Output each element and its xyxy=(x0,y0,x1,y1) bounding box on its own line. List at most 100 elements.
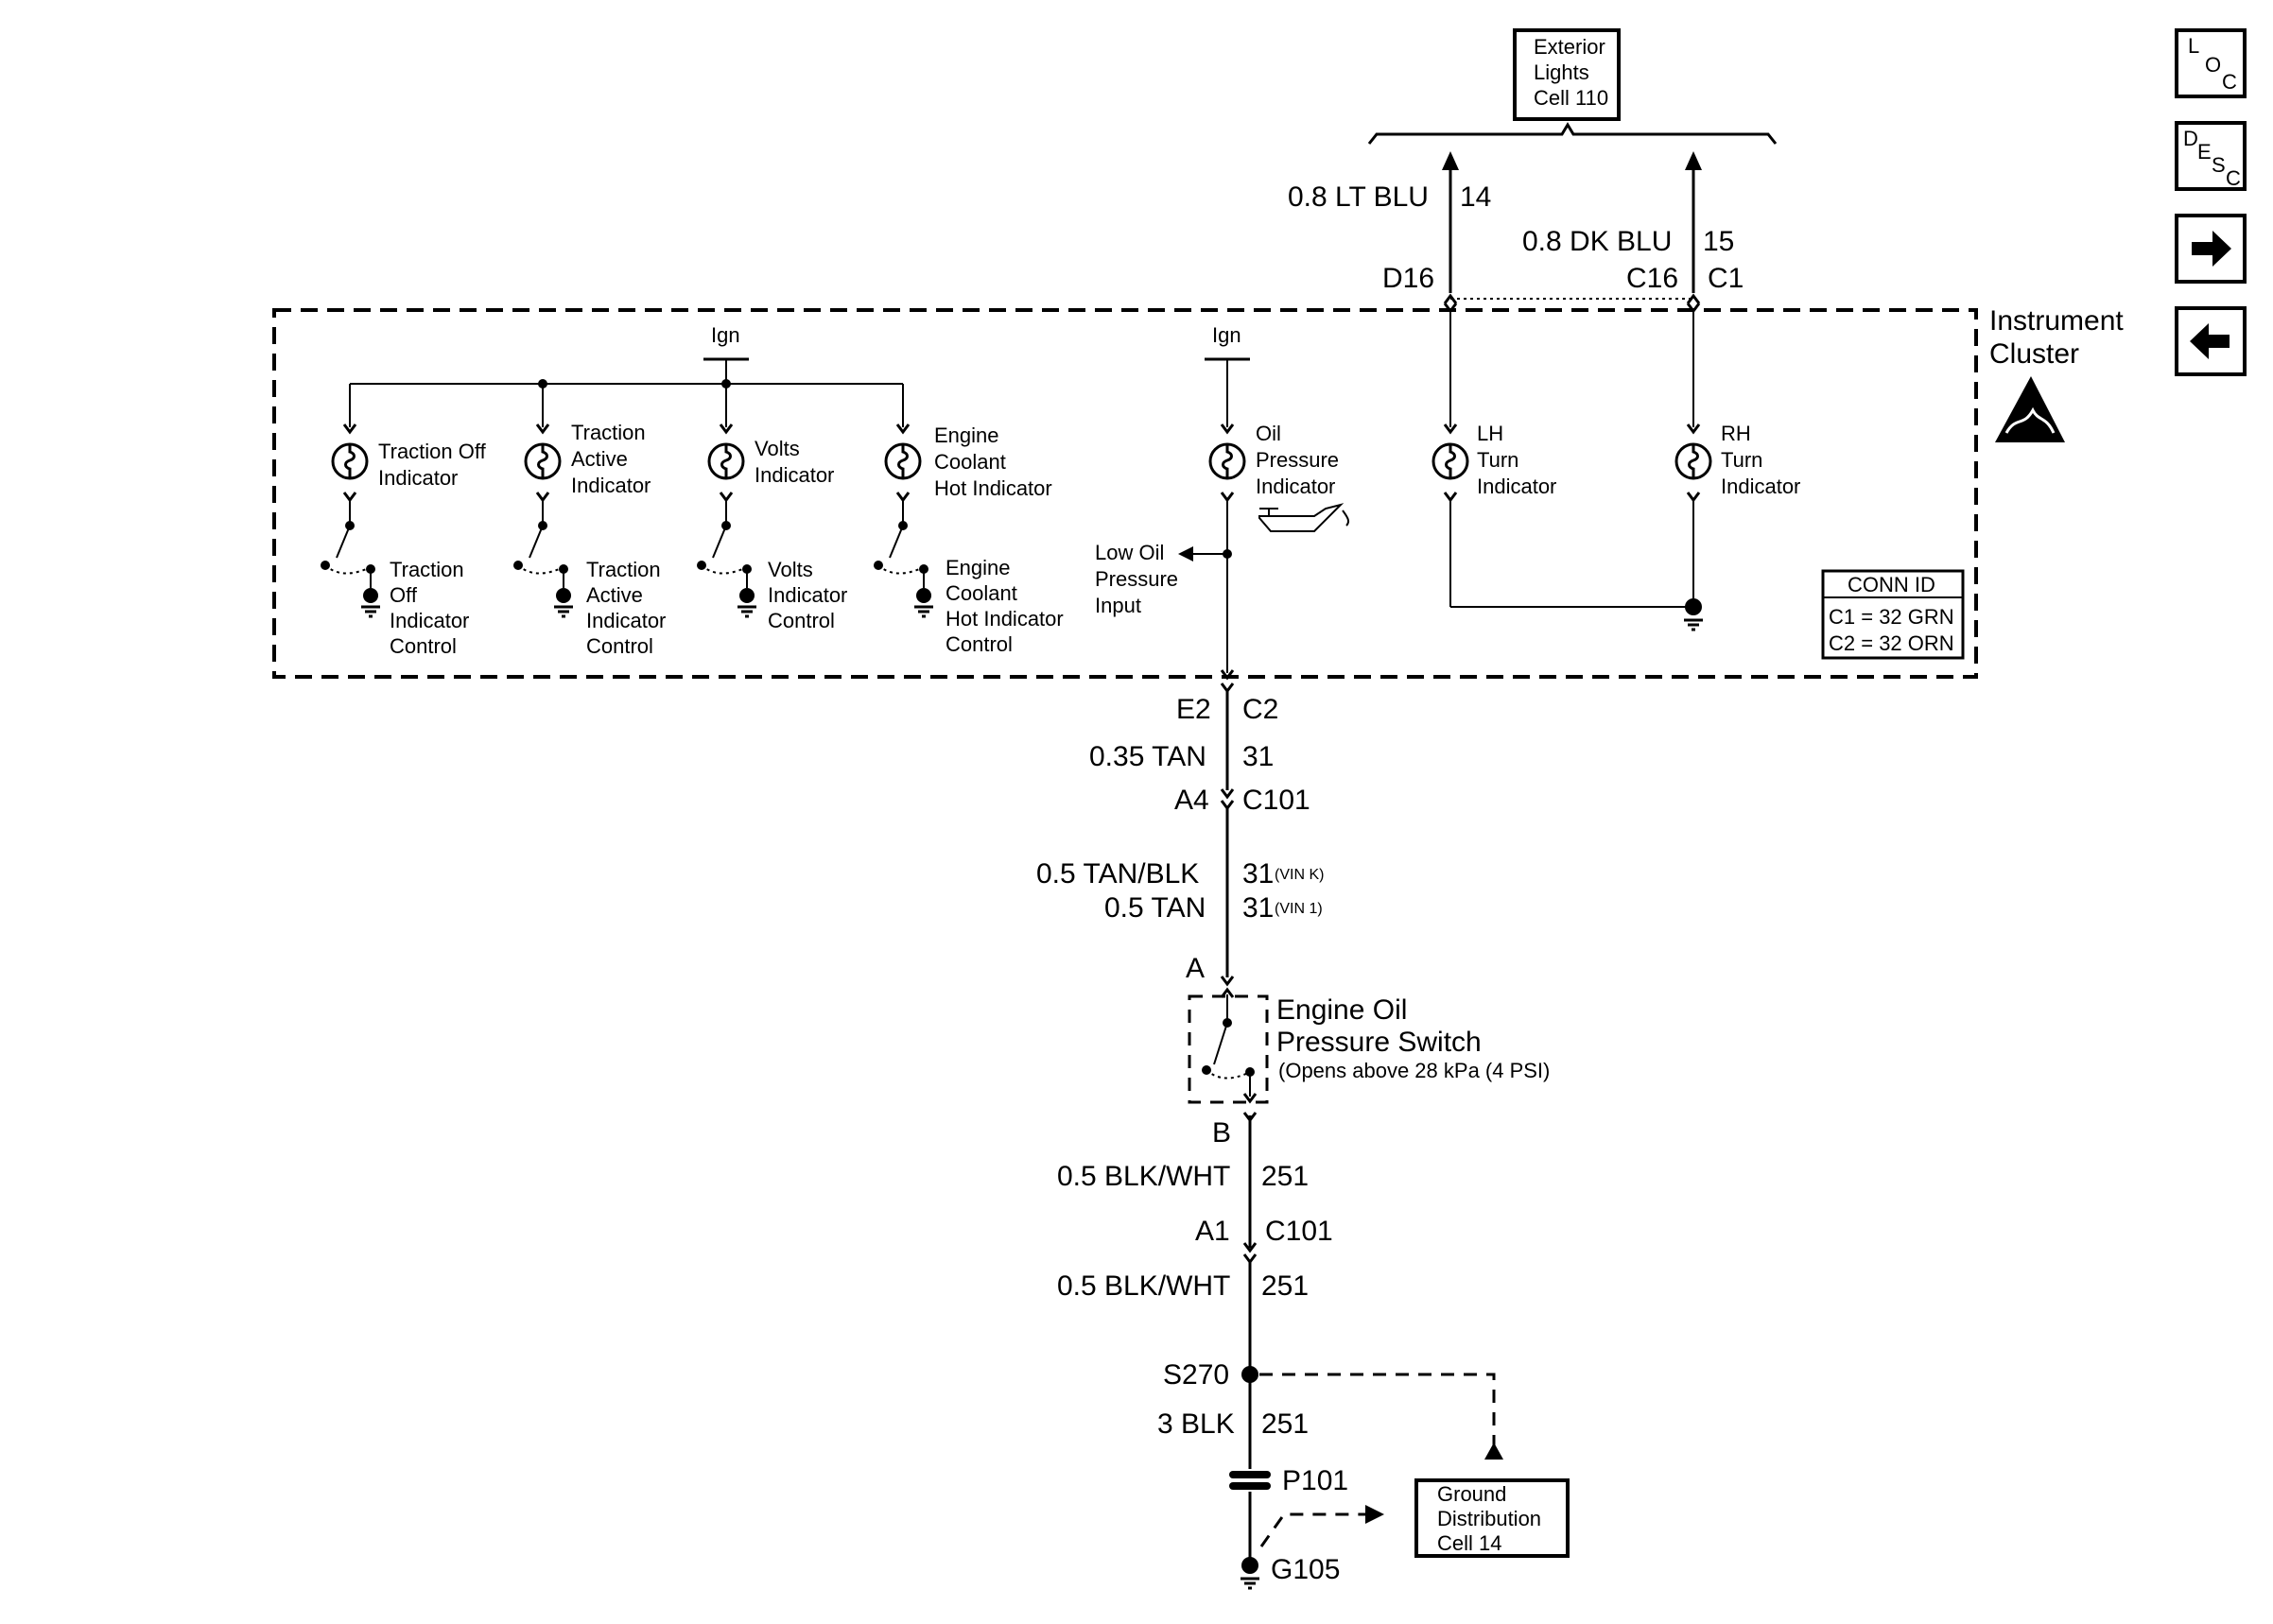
wire-tan-035-label: 0.35 TAN xyxy=(1089,741,1206,772)
desc-button[interactable]: D E S C xyxy=(2175,121,2247,191)
coolant-label-3: Hot Indicator xyxy=(934,476,1052,500)
ign-label-oil: Ign xyxy=(1212,323,1241,347)
wire-3-blk-circuit: 251 xyxy=(1261,1408,1309,1440)
oil-label-3: Indicator xyxy=(1256,475,1335,498)
wire-tan-blk-label: 0.5 TAN/BLK xyxy=(1036,858,1199,890)
exterior-lights-line1: Exterior xyxy=(1534,35,1605,59)
traction-active-control-2: Active xyxy=(586,583,643,607)
wire-blk-wht-2-label: 0.5 BLK/WHT xyxy=(1057,1270,1230,1302)
oil-label-1: Oil xyxy=(1256,422,1281,445)
ground-g105-label: G105 xyxy=(1271,1554,1340,1585)
arrow-right-icon xyxy=(1365,1505,1384,1524)
traction-off-label-2: Indicator xyxy=(378,466,458,490)
back-button[interactable] xyxy=(2175,306,2247,376)
wire-blk-wht-2-circuit: 251 xyxy=(1261,1270,1309,1302)
coolant-label-1: Engine xyxy=(934,423,999,447)
rh-label-1: RH xyxy=(1721,422,1751,445)
volts-label-1: Volts xyxy=(755,437,800,460)
desc-letter-c: C xyxy=(2226,166,2241,190)
arrow-left-icon xyxy=(1178,546,1193,561)
switch-label-3: (Opens above 28 kPa (4 PSI) xyxy=(1278,1059,1550,1082)
traction-off-control-2: Off xyxy=(390,583,418,607)
esd-warning-icon xyxy=(1995,376,2065,442)
engine-oil-pressure-switch xyxy=(1188,994,1269,1104)
pass-through-p101 xyxy=(1229,1471,1271,1490)
traction-off-control-1: Traction xyxy=(390,558,464,581)
cluster-title-1: Instrument xyxy=(1989,305,2124,337)
ground-dist-line2: Distribution xyxy=(1437,1507,1541,1530)
volts-control-2: Indicator xyxy=(768,583,847,607)
low-oil-label-2: Pressure xyxy=(1095,567,1178,591)
switch-label-2: Pressure Switch xyxy=(1276,1027,1482,1058)
wire-tan-blk-circuit: 31 xyxy=(1242,858,1274,890)
traction-off-control-4: Control xyxy=(390,634,457,658)
wire-lt-blu-circuit: 14 xyxy=(1460,181,1491,213)
indicator-volts xyxy=(697,384,758,618)
coolant-control-4: Control xyxy=(946,632,1013,656)
splice-s270 xyxy=(1241,1366,1258,1383)
wire-dk-blu-circuit: 15 xyxy=(1703,226,1734,257)
instrument-cluster-boundary xyxy=(272,308,1978,679)
bracket xyxy=(1367,122,1778,145)
loc-button[interactable]: L O C xyxy=(2175,28,2247,98)
ign-label-left: Ign xyxy=(711,323,740,347)
connector-c101-top: C101 xyxy=(1242,785,1310,816)
wire-lt-blu-label: 0.8 LT BLU xyxy=(1288,181,1429,213)
ground-icon xyxy=(1239,1577,1261,1590)
oil-pressure-bulb xyxy=(1208,442,1246,480)
switch-label-1: Engine Oil xyxy=(1276,994,1407,1026)
rh-label-3: Indicator xyxy=(1721,475,1800,498)
connector-c101-bot: C101 xyxy=(1265,1216,1333,1247)
conn-id-c2: C2 = 32 ORN xyxy=(1829,631,1954,655)
traction-active-label-3: Indicator xyxy=(571,474,651,497)
oil-label-2: Pressure xyxy=(1256,448,1339,472)
arrow-up-icon xyxy=(1442,151,1459,170)
volts-label-2: Indicator xyxy=(755,463,834,487)
pin-a: A xyxy=(1186,953,1205,984)
arrow-left-icon xyxy=(2190,323,2230,359)
wire-blk-wht-1-label: 0.5 BLK/WHT xyxy=(1057,1161,1230,1192)
pin-b: B xyxy=(1212,1117,1231,1149)
traction-active-control-1: Traction xyxy=(586,558,661,581)
low-oil-label-1: Low Oil xyxy=(1095,541,1164,564)
wire-3-blk-label: 3 BLK xyxy=(1157,1408,1235,1440)
lh-label-2: Turn xyxy=(1477,448,1518,472)
ground-ref-line-1 xyxy=(1259,1373,1496,1452)
connector-c2: C2 xyxy=(1242,694,1278,725)
coolant-control-3: Hot Indicator xyxy=(946,607,1064,631)
indicator-engine-coolant xyxy=(874,384,935,618)
wire-tan-05-label: 0.5 TAN xyxy=(1104,892,1206,924)
coolant-label-2: Coolant xyxy=(934,450,1006,474)
low-oil-label-3: Input xyxy=(1095,594,1141,617)
loc-letter-l: L xyxy=(2188,34,2199,58)
indicator-traction-off xyxy=(321,384,382,618)
desc-letter-s: S xyxy=(2212,153,2226,177)
arrow-up-icon xyxy=(1484,1443,1503,1460)
exterior-lights-line3: Cell 110 xyxy=(1534,86,1608,110)
conn-id-title: CONN ID xyxy=(1848,573,1935,596)
coolant-control-1: Engine xyxy=(946,556,1011,579)
vin-1: (VIN 1) xyxy=(1275,901,1323,917)
next-button[interactable] xyxy=(2175,214,2247,284)
loc-letter-c: C xyxy=(2222,70,2237,94)
wire-dk-blu-label: 0.8 DK BLU xyxy=(1522,226,1672,257)
traction-active-label-2: Active xyxy=(571,447,628,471)
traction-off-label-1: Traction Off xyxy=(378,440,487,463)
wire-tan-035-circuit: 31 xyxy=(1242,741,1274,772)
ground-dist-line1: Ground xyxy=(1437,1482,1506,1506)
pin-c16: C16 xyxy=(1626,263,1678,294)
cluster-title-2: Cluster xyxy=(1989,338,2079,370)
ground-distribution-box[interactable]: Ground Distribution Cell 14 xyxy=(1414,1478,1570,1558)
exterior-lights-box[interactable]: Exterior Lights Cell 110 xyxy=(1513,28,1621,121)
conn-id-box: CONN ID C1 = 32 GRN C2 = 32 ORN xyxy=(1821,569,1965,660)
coolant-control-2: Coolant xyxy=(946,581,1017,605)
arrow-up-icon xyxy=(1685,151,1702,170)
p101-label: P101 xyxy=(1282,1465,1348,1496)
connector-c1: C1 xyxy=(1708,263,1744,294)
lh-label-3: Indicator xyxy=(1477,475,1556,498)
volts-control-3: Control xyxy=(768,609,835,632)
lh-label-1: LH xyxy=(1477,422,1503,445)
traction-active-control-3: Indicator xyxy=(586,609,666,632)
volts-control-1: Volts xyxy=(768,558,813,581)
